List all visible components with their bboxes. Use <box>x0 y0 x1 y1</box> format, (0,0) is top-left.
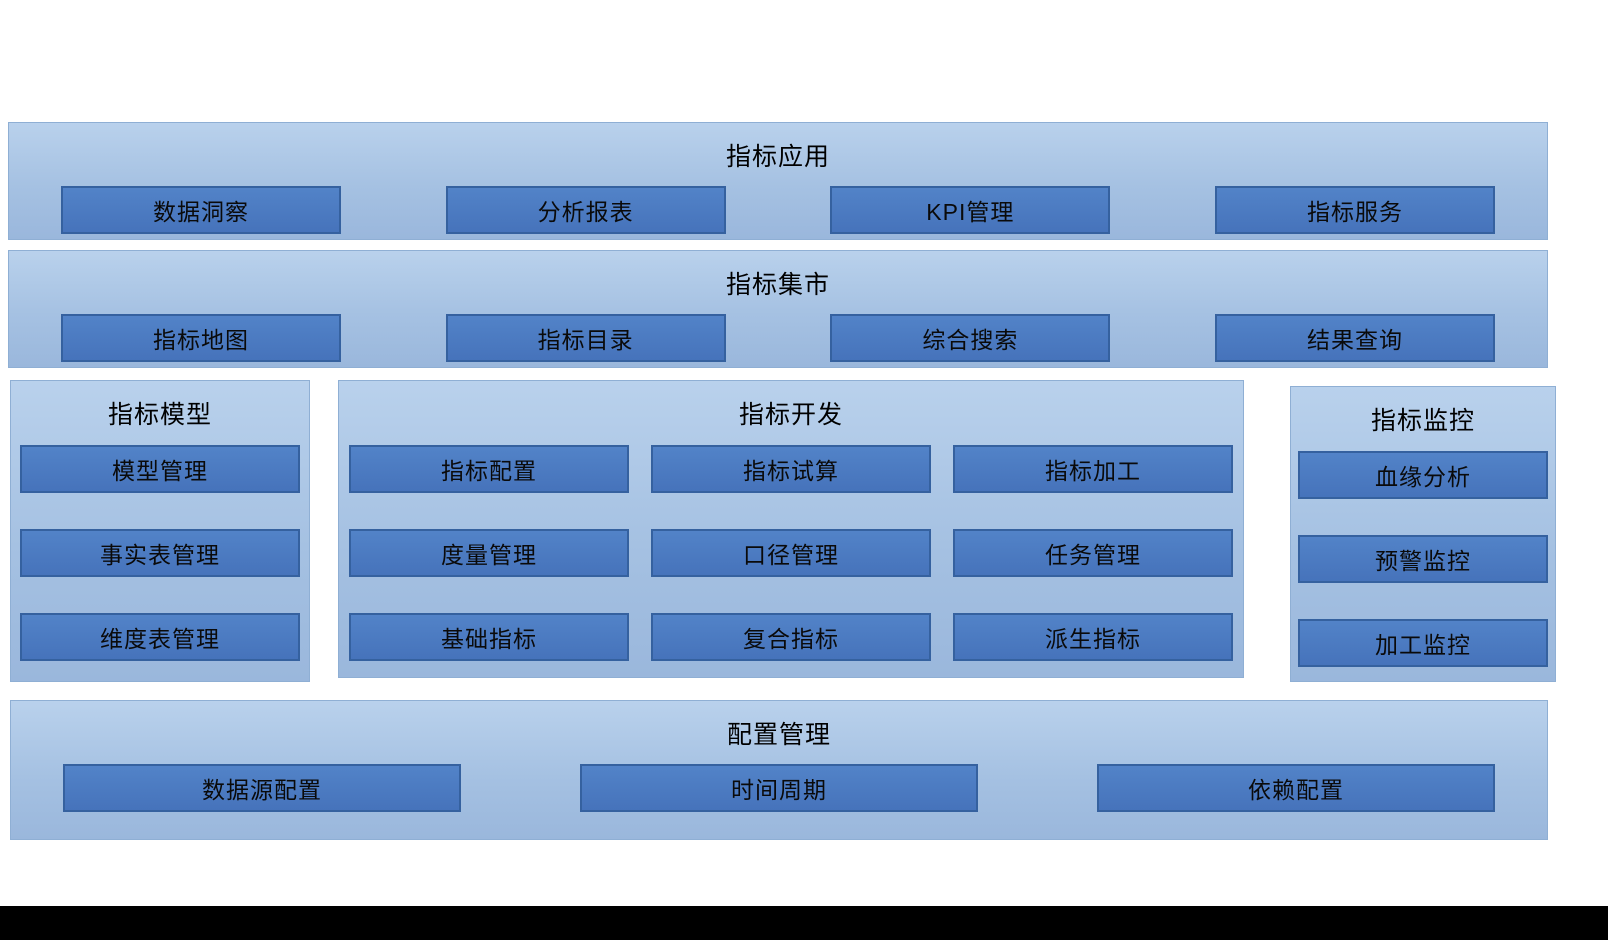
section-indicator-model: 指标模型 模型管理 事实表管理 维度表管理 <box>10 380 310 682</box>
node-time-period: 时间周期 <box>580 764 978 812</box>
application-row: 数据洞察 分析报表 KPI管理 指标服务 <box>9 186 1547 234</box>
section-indicator-monitoring: 指标监控 血缘分析 预警监控 加工监控 <box>1290 386 1556 682</box>
node-analysis-report: 分析报表 <box>445 186 726 234</box>
node-kpi-management: KPI管理 <box>830 186 1111 234</box>
node-fact-table-management: 事实表管理 <box>20 529 300 577</box>
section-title-development: 指标开发 <box>738 401 843 429</box>
node-model-management: 模型管理 <box>20 445 300 493</box>
configuration-row: 数据源配置 时间周期 依赖配置 <box>11 764 1547 812</box>
node-data-insight: 数据洞察 <box>61 186 341 234</box>
monitoring-column: 血缘分析 预警监控 加工监控 <box>1291 451 1555 667</box>
node-composite-indicator: 复合指标 <box>651 613 931 661</box>
node-datasource-config: 数据源配置 <box>63 764 461 812</box>
market-row: 指标地图 指标目录 综合搜索 结果查询 <box>9 314 1547 362</box>
node-indicator-service: 指标服务 <box>1214 186 1495 234</box>
node-basic-indicator: 基础指标 <box>349 613 629 661</box>
node-result-query: 结果查询 <box>1214 314 1495 362</box>
node-derived-indicator: 派生指标 <box>953 613 1233 661</box>
node-processing-monitoring: 加工监控 <box>1298 619 1548 667</box>
node-indicator-catalog: 指标目录 <box>445 314 726 362</box>
section-title-configuration: 配置管理 <box>726 721 831 749</box>
bottom-black-bar <box>0 906 1608 940</box>
node-lineage-analysis: 血缘分析 <box>1298 451 1548 499</box>
node-dependency-config: 依赖配置 <box>1097 764 1495 812</box>
node-comprehensive-search: 综合搜索 <box>830 314 1111 362</box>
section-configuration-management: 配置管理 数据源配置 时间周期 依赖配置 <box>10 700 1548 840</box>
node-task-management: 任务管理 <box>953 529 1233 577</box>
section-title-model: 指标模型 <box>107 401 212 429</box>
section-title-application: 指标应用 <box>725 143 830 171</box>
node-indicator-trial-calculation: 指标试算 <box>651 445 931 493</box>
node-caliber-management: 口径管理 <box>651 529 931 577</box>
section-indicator-market: 指标集市 指标地图 指标目录 综合搜索 结果查询 <box>8 250 1548 368</box>
node-indicator-processing: 指标加工 <box>953 445 1233 493</box>
model-column: 模型管理 事实表管理 维度表管理 <box>11 445 309 661</box>
section-indicator-application: 指标应用 数据洞察 分析报表 KPI管理 指标服务 <box>8 122 1548 240</box>
node-alert-monitoring: 预警监控 <box>1298 535 1548 583</box>
section-title-monitoring: 指标监控 <box>1370 407 1475 435</box>
section-title-market: 指标集市 <box>725 271 830 299</box>
node-measure-management: 度量管理 <box>349 529 629 577</box>
section-indicator-development: 指标开发 指标配置 指标试算 指标加工 度量管理 口径管理 任务管理 基础指标 … <box>338 380 1244 678</box>
node-dimension-table-management: 维度表管理 <box>20 613 300 661</box>
node-indicator-map: 指标地图 <box>61 314 341 362</box>
development-grid: 指标配置 指标试算 指标加工 度量管理 口径管理 任务管理 基础指标 复合指标 … <box>339 445 1243 661</box>
node-indicator-config: 指标配置 <box>349 445 629 493</box>
